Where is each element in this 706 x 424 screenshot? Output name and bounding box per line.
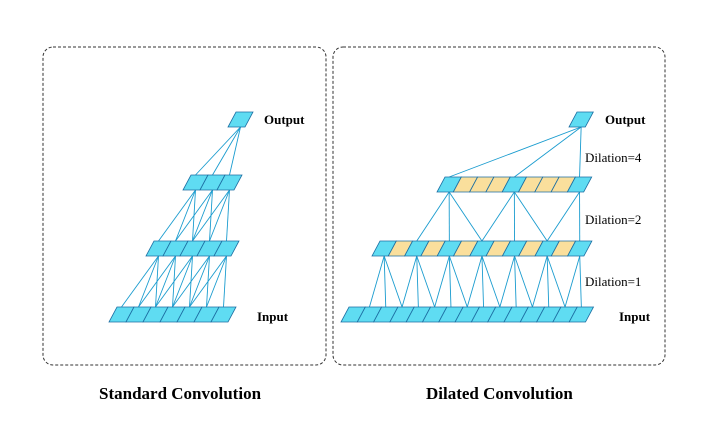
dilated-input-cell-14 [568,306,595,323]
dilated-link-d1-2-5 [416,255,436,308]
dilated-l1-cell-12 [566,240,593,257]
standard-caption: Standard Convolution [99,384,262,403]
standard-panel-frame [42,46,327,366]
dilated-link-d4-0 [448,126,582,178]
standard-connections [121,126,241,308]
standard-cell-l0-6 [210,306,237,323]
standard-cells [108,111,254,323]
dilated-link-d1-10-12 [546,255,550,308]
dilated-caption: Dilated Convolution [426,384,573,403]
dilated-panel-frame [332,46,666,366]
dilated-link-d1-10-11 [532,255,548,308]
dilated-link-d1-6-7 [466,255,483,308]
standard-link-1-1-2 [155,255,176,308]
standard-link-1-1-1 [138,255,176,308]
dilated-link-d1-10-13 [546,255,566,308]
standard-cell-l1-4 [213,240,240,257]
standard-link-2-2-3 [209,189,230,242]
dilated-link-d4-4 [514,126,582,178]
standard-link-1-3-3 [172,255,210,308]
standard-link-3-0-0 [195,126,241,176]
standard-link-1-4-6 [223,255,227,308]
dilation-2-label: Dilation=2 [585,212,641,227]
dilated-link-d1-8-10 [514,255,517,308]
dilated-link-d1-2-3 [401,255,418,308]
dilated-link-d1-4-6 [448,255,452,308]
dilated-link-d1-6-8 [481,255,484,308]
dilated-link-d2-8-10 [546,191,580,242]
standard-cell-l2-2 [216,174,243,191]
dilated-link-d2-4-6 [481,191,515,242]
standard-link-1-0-1 [138,255,159,308]
standard-link-2-0-0 [158,189,196,242]
standard-link-2-2-2 [192,189,230,242]
dilated-link-d2-0-2 [416,191,450,242]
dilated-link-d1-4-5 [434,255,450,308]
dilated-link-d1-8-11 [514,255,533,308]
standard-link-2-2-4 [226,189,230,242]
dilated-link-d1-6-9 [481,255,501,308]
standard-link-1-2-3 [172,255,193,308]
standard-link-2-1-1 [175,189,213,242]
standard-link-1-3-4 [189,255,210,308]
standard-link-3-0-1 [212,126,241,176]
dilated-cells [340,111,595,323]
dilated-link-d1-0-3 [383,255,403,308]
dilated-link-d1-8-9 [499,255,515,308]
standard-link-3-0-2 [229,126,241,176]
dilation-4-label: Dilation=4 [585,150,642,165]
dilated-link-d2-4-10 [513,191,548,242]
dilated-link-d1-0-1 [369,255,385,308]
dilated-link-d1-12-14 [579,255,582,308]
standard-output-label: Output [264,112,305,127]
standard-link-2-1-2 [192,189,213,242]
dilated-output-label: Output [605,112,646,127]
dilated-connections [369,126,582,308]
dilated-link-d1-4-7 [448,255,468,308]
dilated-link-d1-12-13 [564,255,581,308]
standard-link-1-4-5 [206,255,227,308]
dilation-1-label: Dilation=1 [585,274,641,289]
standard-link-1-2-2 [155,255,193,308]
dilated-input-label: Input [619,309,651,324]
dilated-link-d4-8 [579,126,582,178]
dilated-output-cell [568,111,594,128]
standard-link-1-4-4 [189,255,227,308]
standard-link-2-0-1 [175,189,196,242]
dilated-link-d1-2-4 [416,255,419,308]
dilated-link-d1-0-2 [383,255,387,308]
standard-input-label: Input [257,309,289,324]
dilated-l2-cell-8 [566,176,593,193]
dilated-link-d2-0-6 [448,191,483,242]
standard-cell-l3-0 [227,111,254,128]
standard-link-1-0-0 [121,255,159,308]
